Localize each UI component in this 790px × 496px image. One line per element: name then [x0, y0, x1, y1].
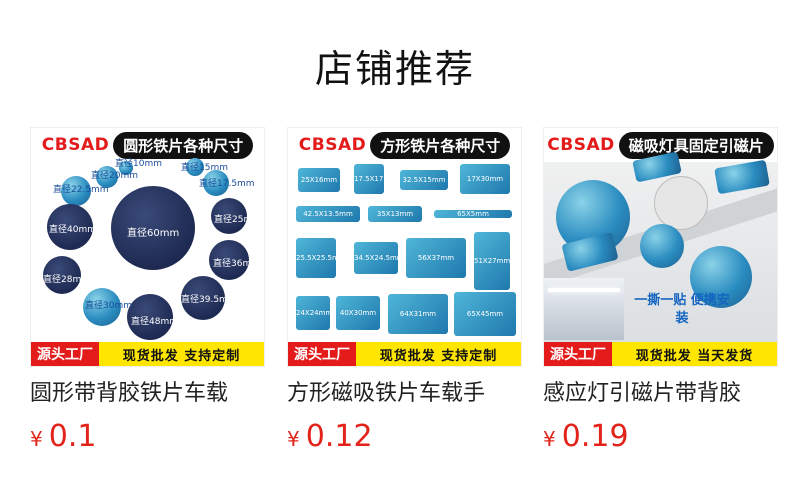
size-label: 直径28mm — [43, 275, 90, 285]
currency-symbol: ¥ — [287, 427, 300, 451]
size-label: 17X30mm — [466, 175, 504, 183]
price-value: 0.1 — [48, 419, 97, 454]
size-label: 17.5X17.5mm — [354, 175, 404, 183]
size-label: 直径40mm — [49, 225, 96, 235]
size-label: 56X37mm — [417, 254, 455, 262]
size-label: 65X5mm — [457, 210, 489, 218]
section-title: 店铺推荐 — [314, 47, 475, 91]
size-label: 直径15mm — [181, 163, 228, 173]
promo-strip: 源头工厂 现货批发 当天发货 — [544, 342, 777, 366]
brand-label: CBSAD — [41, 135, 110, 155]
strip-promo: 现货批发 支持定制 — [99, 342, 264, 366]
size-label: 51X27mm — [474, 257, 511, 265]
size-label: 25X16mm — [300, 176, 338, 184]
strip-promo: 现货批发 当天发货 — [612, 342, 777, 366]
banner-pill: 圆形铁片各种尺寸 — [113, 131, 254, 159]
promo-strip: 源头工厂 现货批发 支持定制 — [31, 342, 264, 366]
product-title[interactable]: 感应灯引磁片带背胶 — [543, 381, 742, 406]
image-tagline: 一撕一贴 便携安装 — [634, 293, 730, 326]
product-price: ¥0.1 — [30, 419, 265, 454]
size-label: 直径48mm — [131, 317, 178, 327]
product-price: ¥0.12 — [287, 419, 522, 454]
size-label: 直径39.5mm — [181, 295, 237, 305]
strip-promo: 现货批发 支持定制 — [356, 342, 521, 366]
size-label: 直径30mm — [85, 301, 132, 311]
size-label: 34.5X24.5mm — [354, 254, 404, 262]
size-label: 64X31mm — [399, 310, 437, 318]
size-label: 24X24mm — [296, 309, 333, 317]
product-card-lamp[interactable]: CBSAD 磁吸灯具固定引磁片 一撕一贴 便携安装 源头工厂 现货批发 当天发货… — [543, 127, 778, 454]
size-label: 直径36mm — [213, 259, 260, 269]
strip-factory: 源头工厂 — [31, 342, 99, 366]
size-label: 32.5X15mm — [402, 176, 446, 184]
price-value: 0.12 — [305, 419, 373, 454]
product-image[interactable]: CBSAD 方形铁片各种尺寸 25X16mm 17.5X17.5mm 32.5X… — [287, 127, 522, 367]
product-image[interactable]: CBSAD 磁吸灯具固定引磁片 一撕一贴 便携安装 源头工厂 现货批发 当天发货 — [543, 127, 778, 367]
product-card-square[interactable]: CBSAD 方形铁片各种尺寸 25X16mm 17.5X17.5mm 32.5X… — [287, 127, 522, 454]
brand-label: CBSAD — [547, 135, 615, 155]
currency-symbol: ¥ — [30, 427, 43, 451]
size-label: 35X13mm — [376, 210, 414, 218]
image-banner: CBSAD 方形铁片各种尺寸 — [288, 128, 521, 162]
banner-pill: 磁吸灯具固定引磁片 — [618, 131, 774, 159]
product-card-round[interactable]: CBSAD 圆形铁片各种尺寸 直径10mm 直径15mm 直径20mm 直径17… — [30, 127, 265, 454]
product-image[interactable]: CBSAD 圆形铁片各种尺寸 直径10mm 直径15mm 直径20mm 直径17… — [30, 127, 265, 367]
price-value: 0.19 — [561, 419, 629, 454]
product-title[interactable]: 方形磁吸铁片车载手 — [287, 381, 486, 406]
banner-pill: 方形铁片各种尺寸 — [370, 131, 511, 159]
size-label: 直径25mm — [214, 215, 261, 225]
size-label: 40X30mm — [339, 309, 377, 317]
size-label: 25.5X25.5mm — [296, 254, 346, 262]
product-price: ¥0.19 — [543, 419, 778, 454]
size-label: 直径20mm — [91, 171, 138, 181]
size-label: 直径60mm — [127, 228, 180, 239]
size-label: 直径17.5mm — [199, 179, 255, 189]
image-banner: CBSAD 圆形铁片各种尺寸 — [31, 128, 264, 162]
currency-symbol: ¥ — [543, 427, 556, 451]
promo-strip: 源头工厂 现货批发 支持定制 — [288, 342, 521, 366]
strip-factory: 源头工厂 — [288, 342, 356, 366]
size-label: 直径22.5mm — [53, 185, 109, 195]
strip-factory: 源头工厂 — [544, 342, 612, 366]
size-label: 直径10mm — [115, 159, 162, 169]
size-label: 42.5X13.5mm — [303, 210, 353, 218]
size-label: 65X45mm — [466, 310, 504, 318]
product-title[interactable]: 圆形带背胶铁片车载 — [30, 381, 229, 406]
brand-label: CBSAD — [298, 135, 367, 155]
